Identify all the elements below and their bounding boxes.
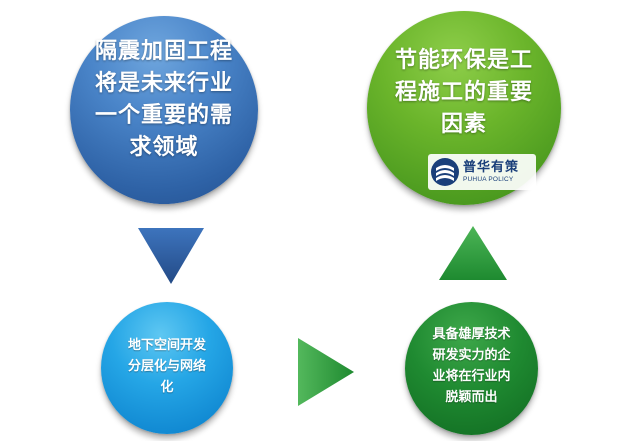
arrow-up-icon: [439, 226, 507, 280]
node-tech-enterprise-label: 具备雄厚技术 研发实力的企 业将在行业内 脱颖而出: [432, 326, 511, 405]
logo-name-cn: 普华有策: [463, 160, 520, 175]
node-tech-enterprise: 具备雄厚技术 研发实力的企 业将在行业内 脱颖而出: [405, 302, 538, 435]
node-underground-space-label: 地下空间开发 分层化与网络 化: [127, 337, 206, 395]
puhua-policy-logo: 普华有策 PUHUA POLICY: [428, 154, 536, 190]
node-energy-saving-label: 节能环保是工 程施工的重要 因素: [394, 48, 533, 137]
puhua-logo-icon: [431, 158, 459, 186]
node-seismic-retrofit-label: 隔震加固工程 将是未来行业 一个重要的需 求领域: [94, 39, 233, 160]
arrow-down-icon: [138, 228, 204, 284]
logo-name-en: PUHUA POLICY: [463, 176, 514, 183]
node-seismic-retrofit: 隔震加固工程 将是未来行业 一个重要的需 求领域: [70, 16, 258, 204]
arrow-right-icon: [298, 338, 354, 406]
node-underground-space: 地下空间开发 分层化与网络 化: [101, 302, 233, 434]
